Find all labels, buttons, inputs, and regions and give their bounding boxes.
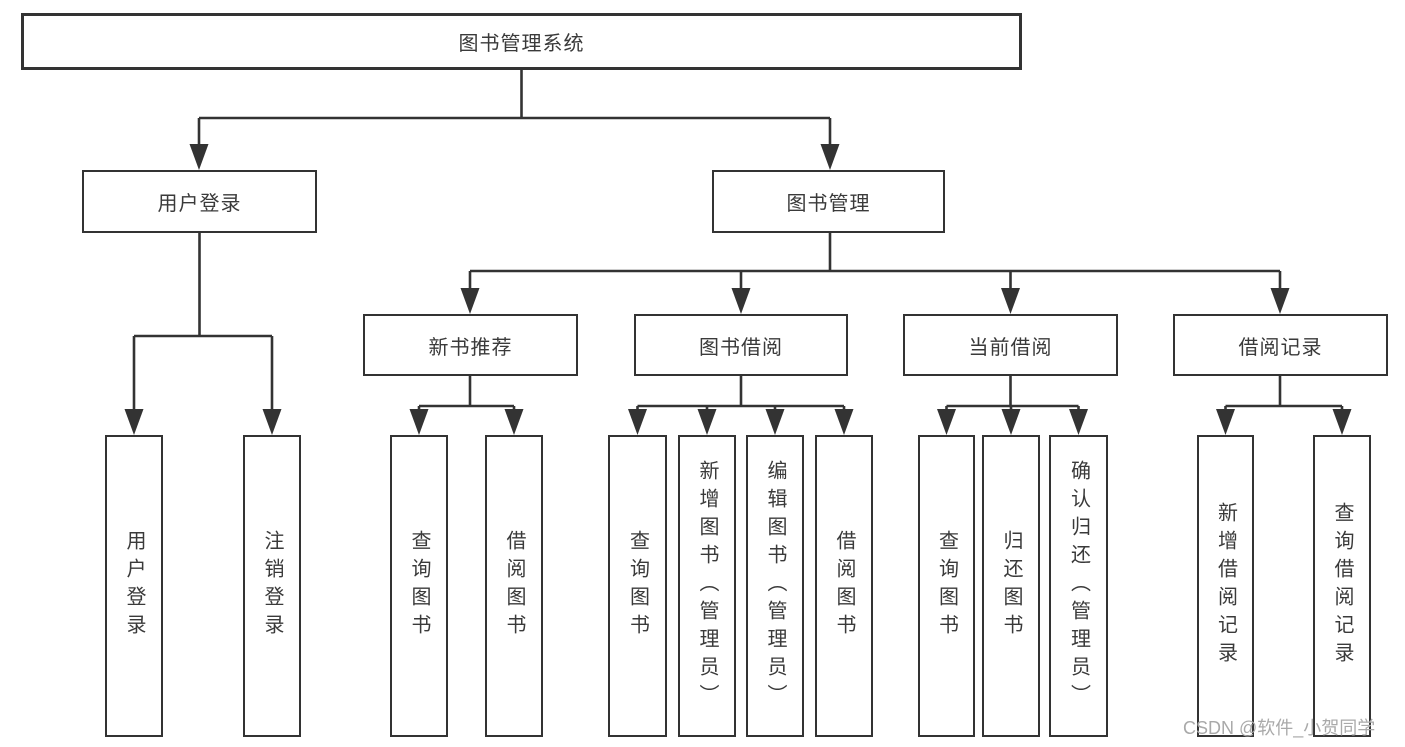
leaf-edit-book-admin-label: 编辑图书（管理员） bbox=[764, 460, 786, 712]
leaf-borrow-query-book-label: 查询图书 bbox=[626, 530, 649, 642]
leaf-user-login-label: 用户登录 bbox=[123, 530, 145, 642]
node-library-management-system: 图书管理系统 bbox=[21, 13, 1022, 70]
leaf-add-book-admin-label: 新增图书（管理员） bbox=[696, 460, 718, 712]
leaf-query-borrow-record-label: 查询借阅记录 bbox=[1331, 502, 1353, 670]
node-current-borrow: 当前借阅 bbox=[903, 314, 1118, 376]
leaf-current-query-book-label: 查询图书 bbox=[935, 530, 958, 642]
leaf-query-borrow-record: 查询借阅记录 bbox=[1313, 435, 1371, 737]
leaf-borrow-query-book: 查询图书 bbox=[608, 435, 667, 737]
leaf-recommend-borrow-book-label: 借阅图书 bbox=[503, 530, 525, 642]
leaf-logout-label: 注销登录 bbox=[261, 530, 283, 642]
leaf-user-login: 用户登录 bbox=[105, 435, 163, 737]
leaf-add-borrow-record-label: 新增借阅记录 bbox=[1214, 502, 1237, 670]
leaf-recommend-query-book: 查询图书 bbox=[390, 435, 448, 737]
leaf-logout: 注销登录 bbox=[243, 435, 301, 737]
leaf-return-book-label: 归还图书 bbox=[1000, 530, 1022, 642]
leaf-return-book: 归还图书 bbox=[982, 435, 1040, 737]
leaf-current-query-book: 查询图书 bbox=[918, 435, 975, 737]
node-new-book-recommend: 新书推荐 bbox=[363, 314, 578, 376]
leaf-recommend-query-book-label: 查询图书 bbox=[408, 530, 430, 642]
node-user-login: 用户登录 bbox=[82, 170, 317, 233]
node-book-management: 图书管理 bbox=[712, 170, 945, 233]
leaf-confirm-return-admin-label: 确认归还（管理员） bbox=[1067, 460, 1090, 712]
leaf-borrow-book-label: 借阅图书 bbox=[833, 530, 855, 642]
csdn-watermark: CSDN @软件_小贺同学 bbox=[1183, 718, 1376, 738]
leaf-add-book-admin: 新增图书（管理员） bbox=[678, 435, 736, 737]
node-book-borrow: 图书借阅 bbox=[634, 314, 848, 376]
node-borrow-record: 借阅记录 bbox=[1173, 314, 1388, 376]
leaf-edit-book-admin: 编辑图书（管理员） bbox=[746, 435, 804, 737]
leaf-add-borrow-record: 新增借阅记录 bbox=[1197, 435, 1254, 737]
leaf-recommend-borrow-book: 借阅图书 bbox=[485, 435, 543, 737]
leaf-borrow-book: 借阅图书 bbox=[815, 435, 873, 737]
leaf-confirm-return-admin: 确认归还（管理员） bbox=[1049, 435, 1108, 737]
